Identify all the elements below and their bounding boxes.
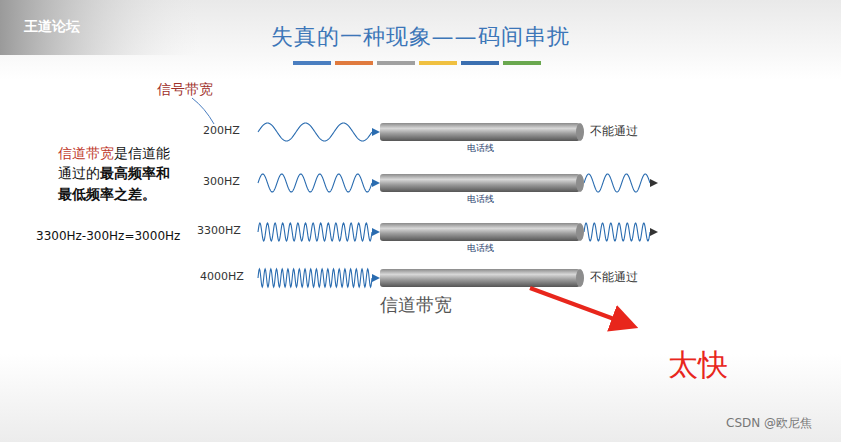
figure-ground	[190, 110, 680, 320]
cable-symbol	[380, 269, 584, 287]
cable-node: 电话线	[380, 123, 584, 141]
watermark: 王道论坛	[24, 18, 80, 35]
corner-shade	[0, 0, 200, 55]
cable-label: 电话线	[467, 242, 494, 255]
frequency-label: 3300HZ	[197, 224, 241, 237]
red-arrow	[530, 288, 633, 326]
watermark: CSDN @欧尼焦	[726, 416, 812, 430]
waves	[258, 123, 658, 287]
cable-label: 电话线	[467, 193, 494, 206]
slide-title: 失真的一种现象——码间串扰	[271, 24, 570, 50]
title-bars	[293, 61, 541, 65]
frequency-label: 200HZ	[203, 124, 240, 137]
cable-label: 电话线	[467, 142, 494, 155]
signal-bandwidth-label: 信号带宽	[157, 81, 213, 98]
cable-shape	[380, 123, 584, 141]
term: 信道带宽	[58, 145, 114, 161]
definition-text: 信道带宽是信道能通过的最高频率和最低频率之差。	[58, 143, 180, 204]
cable-shape	[380, 174, 584, 192]
blocked-note: 不能通过	[590, 124, 638, 138]
frequency-label: 300HZ	[203, 175, 240, 188]
leader-line	[192, 98, 214, 124]
blocked-note: 不能通过	[590, 270, 638, 284]
annotation: 太快	[668, 347, 728, 383]
cable-shape	[380, 223, 584, 241]
formula: 3300Hz-300Hz=3000Hz	[36, 229, 180, 243]
channel-bandwidth-label: 信道带宽	[380, 294, 452, 316]
cable-node: 电话线	[380, 174, 584, 192]
cable-node: 电话线	[380, 223, 584, 241]
frequency-label: 4000HZ	[200, 270, 244, 283]
